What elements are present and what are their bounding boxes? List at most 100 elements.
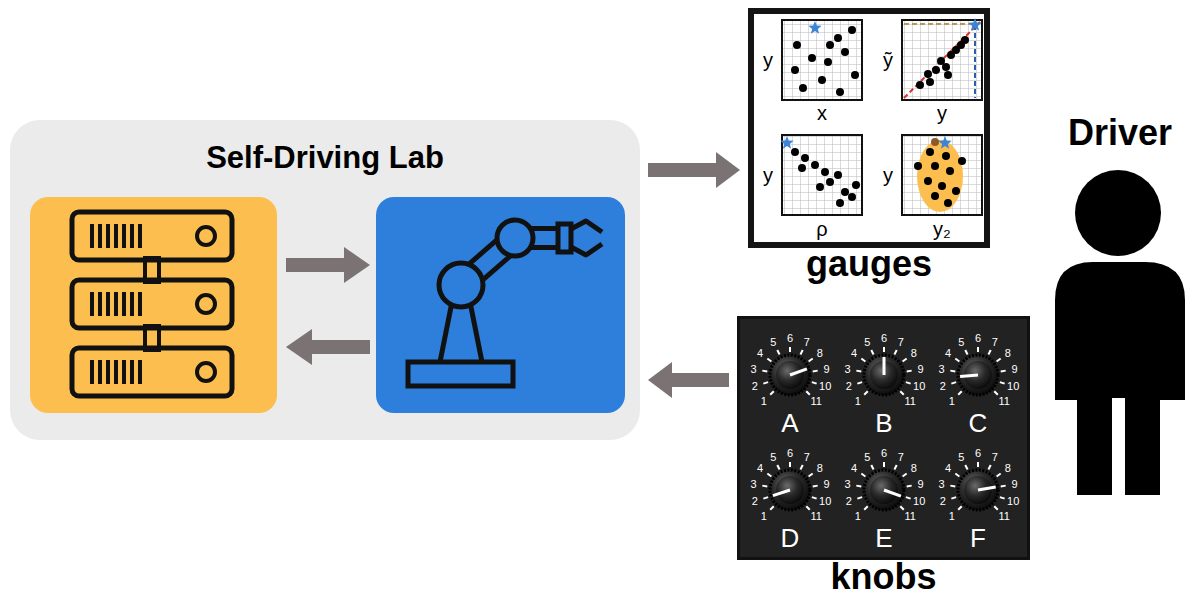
pareto-plot bbox=[931, 162, 939, 170]
pareto-plot bbox=[902, 135, 982, 215]
trend-plot bbox=[782, 135, 862, 215]
scatter-plot bbox=[834, 34, 842, 42]
scatter-plot bbox=[782, 20, 862, 100]
parity-plot bbox=[947, 51, 955, 59]
trend-plot bbox=[791, 148, 860, 207]
arrow-shaft bbox=[670, 373, 729, 387]
server-panel bbox=[30, 197, 277, 413]
parity-plot bbox=[902, 20, 982, 100]
pareto-plot bbox=[942, 152, 950, 160]
pareto-plot bbox=[938, 182, 946, 190]
knob-dial bbox=[762, 347, 1005, 510]
parity-plot bbox=[916, 81, 924, 89]
trend-plot bbox=[780, 136, 793, 149]
pareto-plot bbox=[938, 136, 951, 149]
parity-plot bbox=[942, 63, 950, 71]
trend-plot bbox=[836, 199, 844, 207]
arrow-head bbox=[716, 152, 740, 188]
internal-arrow bbox=[344, 247, 370, 283]
knob-dial bbox=[773, 490, 790, 496]
pareto-plot bbox=[944, 199, 952, 207]
trend-plot bbox=[821, 168, 829, 176]
trend-plot bbox=[841, 188, 849, 196]
trend-plot bbox=[811, 161, 819, 169]
scatter-plot bbox=[841, 48, 849, 56]
parity-plot bbox=[916, 36, 969, 89]
knob-dial bbox=[883, 357, 886, 375]
server-panel bbox=[72, 212, 232, 260]
knob-dial bbox=[950, 462, 1005, 510]
pareto-plot bbox=[946, 167, 954, 175]
trend-plot bbox=[848, 193, 856, 201]
pareto-plot bbox=[914, 148, 966, 207]
scatter-plot bbox=[818, 76, 826, 84]
knob-dial bbox=[762, 347, 817, 395]
robot-panel bbox=[408, 362, 513, 386]
trend-plot bbox=[791, 148, 799, 156]
scatter-plot bbox=[782, 20, 862, 100]
parity-plot bbox=[957, 41, 965, 49]
knob-dial bbox=[960, 375, 978, 377]
scatter-plot bbox=[836, 88, 844, 96]
pareto-plot bbox=[917, 140, 963, 212]
internal-arrow bbox=[286, 329, 312, 365]
parity-plot bbox=[974, 25, 976, 98]
pareto-plot bbox=[952, 187, 960, 195]
person-silhouette bbox=[1075, 170, 1161, 256]
flow-arrow bbox=[648, 152, 740, 188]
pareto-plot bbox=[924, 177, 932, 185]
knob-dial bbox=[790, 369, 807, 375]
robot-panel bbox=[515, 226, 560, 250]
flow-arrow bbox=[648, 362, 729, 398]
arrow-head bbox=[648, 362, 672, 398]
scatter-plot bbox=[851, 71, 859, 79]
server-panel bbox=[145, 326, 159, 350]
person-silhouette bbox=[1055, 262, 1185, 495]
server-panel bbox=[72, 348, 232, 396]
scatter-plot bbox=[799, 84, 807, 92]
pareto-plot bbox=[958, 157, 966, 165]
internal-arrow bbox=[310, 340, 370, 354]
scatter-plot bbox=[791, 66, 799, 74]
trend-plot bbox=[798, 164, 806, 172]
gauges-panel: gauges bbox=[748, 8, 990, 248]
robot-panel bbox=[461, 238, 515, 285]
knobs-panel: knobs bbox=[737, 316, 1030, 560]
trend-plot bbox=[801, 154, 809, 162]
internal-arrow bbox=[286, 258, 346, 272]
robot-panel bbox=[376, 197, 625, 413]
server-panel bbox=[72, 280, 232, 328]
trend-plot bbox=[782, 135, 862, 215]
parity-plot bbox=[904, 22, 980, 98]
server-panel bbox=[145, 258, 159, 282]
parity-plot bbox=[944, 71, 952, 79]
driver-figure: Driver bbox=[1045, 165, 1195, 505]
pareto-plot bbox=[926, 148, 934, 156]
parity-plot bbox=[902, 18, 982, 100]
internal-arrow bbox=[286, 247, 370, 365]
robot-panel bbox=[571, 221, 602, 255]
robot-panel bbox=[376, 197, 625, 413]
pareto-plot bbox=[902, 135, 982, 215]
node-label: gauges bbox=[754, 244, 984, 284]
parity-plot bbox=[952, 46, 960, 54]
knob-dial bbox=[856, 347, 911, 395]
node-label: knobs bbox=[740, 557, 1027, 597]
trend-plot bbox=[816, 183, 824, 191]
node-label: Driver bbox=[1045, 113, 1195, 153]
knob-dial bbox=[884, 490, 901, 496]
scatter-plot bbox=[782, 20, 862, 100]
scatter-plot bbox=[848, 26, 856, 34]
parity-plot bbox=[902, 20, 982, 100]
scatter-plot bbox=[808, 54, 816, 62]
lab-container: Self-Driving Lab bbox=[10, 120, 640, 440]
robot-panel bbox=[439, 263, 483, 307]
knob-dial bbox=[856, 462, 911, 510]
robot-panel bbox=[515, 231, 560, 245]
parity-plot bbox=[924, 70, 932, 78]
pareto-plot bbox=[931, 138, 939, 146]
trend-plot bbox=[826, 178, 834, 186]
parity-plot bbox=[937, 57, 945, 65]
scatter-plot bbox=[826, 41, 834, 49]
